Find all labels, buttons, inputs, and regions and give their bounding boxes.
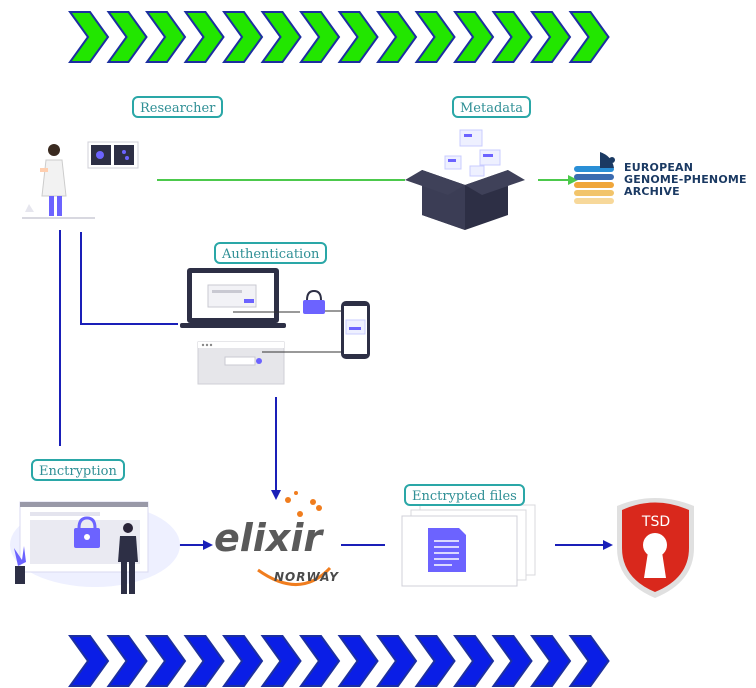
encryption-label: Enctryption [31,459,125,481]
elixir-logo [257,491,332,586]
ega-line-1: EUROPEAN [624,161,694,174]
arrowhead-ega [568,175,578,185]
laptop-illustration [180,268,300,328]
ega-line-3: ARCHIVE [624,185,680,198]
chevron [145,11,187,63]
metadata-label: Metadata [452,96,532,118]
encrypted-files-illustration [401,504,536,587]
researcher-illustration [22,141,139,219]
chevron [106,11,148,63]
arrowhead-elixir-left [203,540,213,550]
arrowhead-elixir [271,490,281,500]
phone-illustration [341,301,370,359]
chevron [376,11,418,63]
chevron [299,11,341,63]
encryption-illustration [10,501,180,594]
chevron [530,635,572,687]
metadata-box-illustration [405,129,525,230]
tsd-label: TSD [641,514,671,530]
elixir-wordmark: elixir [214,516,323,560]
chevron [491,11,533,63]
elixir-country: NORWAY [274,570,339,584]
keyhole-shield-icon [617,498,694,598]
chevron [491,635,533,687]
chevron [106,635,148,687]
chevron [222,11,264,63]
authentication-label: Authentication [214,242,328,264]
chevron [260,11,302,63]
ega-line-2: GENOME-PHENOME [624,173,747,186]
encrypted-files-label: Enctrypted files [404,484,525,506]
document-icon [428,528,466,572]
bottom-chevrons [68,635,610,687]
chevron [568,635,610,687]
padlock-icon [303,289,341,314]
chevron [299,635,341,687]
chevron [68,11,110,63]
top-chevrons [68,11,610,63]
researcher-label: Researcher [132,96,224,118]
chevron [183,635,225,687]
chevron [376,635,418,687]
ega-logo [574,152,615,204]
chevron [68,635,110,687]
chevron [568,11,610,63]
chevron [260,635,302,687]
chevron [453,11,495,63]
chevron [337,635,379,687]
arrowhead-tsd [603,540,613,550]
chevron [145,635,187,687]
chevron [183,11,225,63]
chevron [337,11,379,63]
browser-window-illustration [197,341,341,385]
chevron [414,11,456,63]
chevron [414,635,456,687]
chevron [453,635,495,687]
chevron [530,11,572,63]
chevron [222,635,264,687]
connector-researcher-laptop [80,232,178,325]
